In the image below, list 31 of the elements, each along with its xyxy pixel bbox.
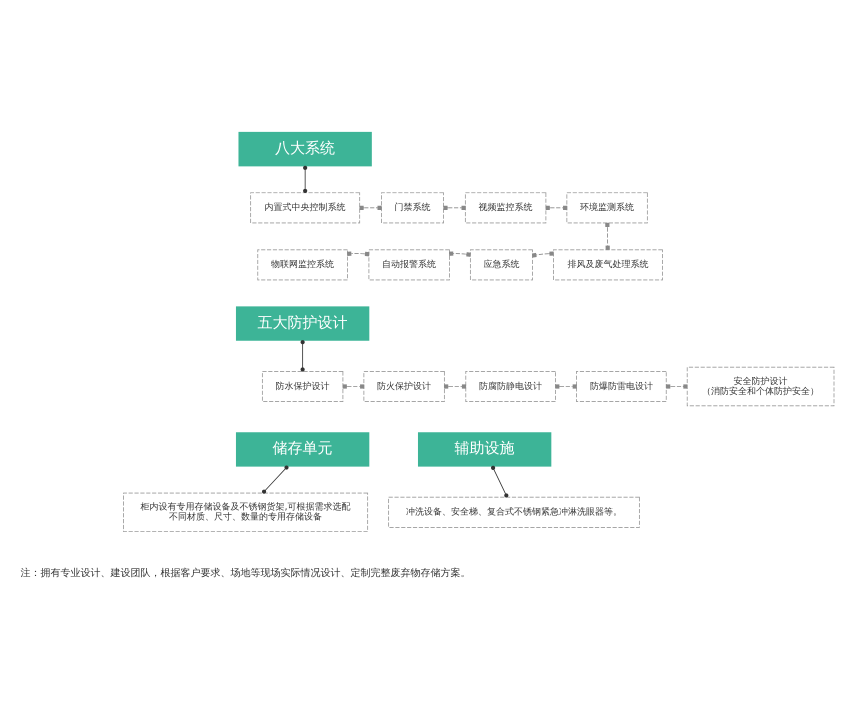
node-box: 防爆防雷电设计 xyxy=(576,370,667,402)
node-box: 八大系统 xyxy=(238,132,372,166)
label: 注：拥有专业设计、建设团队，根据客户要求、场地等现场实际情况设计、定制完整废弃物存储方案。 xyxy=(20,568,471,580)
node-box: 排风及废气处理系统 xyxy=(553,249,663,280)
node-box: 五大防护设计 xyxy=(236,306,370,341)
node-box: 冲洗设备、安全梯、复合式不锈钢紧急冲淋洗眼器等。 xyxy=(388,496,640,528)
node-box: 辅助设施 xyxy=(418,432,552,467)
connector xyxy=(303,166,308,193)
node-box: 防火保护设计 xyxy=(363,370,445,402)
node-box: 门禁系统 xyxy=(381,192,444,224)
node-box: 环境监测系统 xyxy=(566,192,648,224)
node-box: 应急系统 xyxy=(470,249,533,280)
connector xyxy=(555,384,577,389)
node-box: 自动报警系统 xyxy=(368,249,450,280)
connector xyxy=(443,206,466,210)
connector xyxy=(342,384,364,389)
connector xyxy=(262,465,289,494)
node-box: 安全防护设计 （消防安全和个体防护安全） xyxy=(686,366,834,406)
node-box: 储存单元 xyxy=(236,432,370,467)
node-box: 防水保护设计 xyxy=(262,370,344,402)
node-box: 视频监控系统 xyxy=(464,192,546,224)
node-box: 内置式中央控制系统 xyxy=(250,192,360,224)
connector xyxy=(532,251,554,258)
connector xyxy=(491,466,508,498)
node-box: 柜内设有专用存储设备及不锈钢货架,可根据需求选配不同材质、尺寸、数量的专用存储设备 xyxy=(123,492,368,532)
connector xyxy=(605,222,610,250)
node-box: 防腐防静电设计 xyxy=(465,370,556,402)
connector xyxy=(347,252,370,256)
connector xyxy=(359,206,382,210)
connector xyxy=(300,340,305,372)
node-box: 物联网监控系统 xyxy=(257,249,348,280)
